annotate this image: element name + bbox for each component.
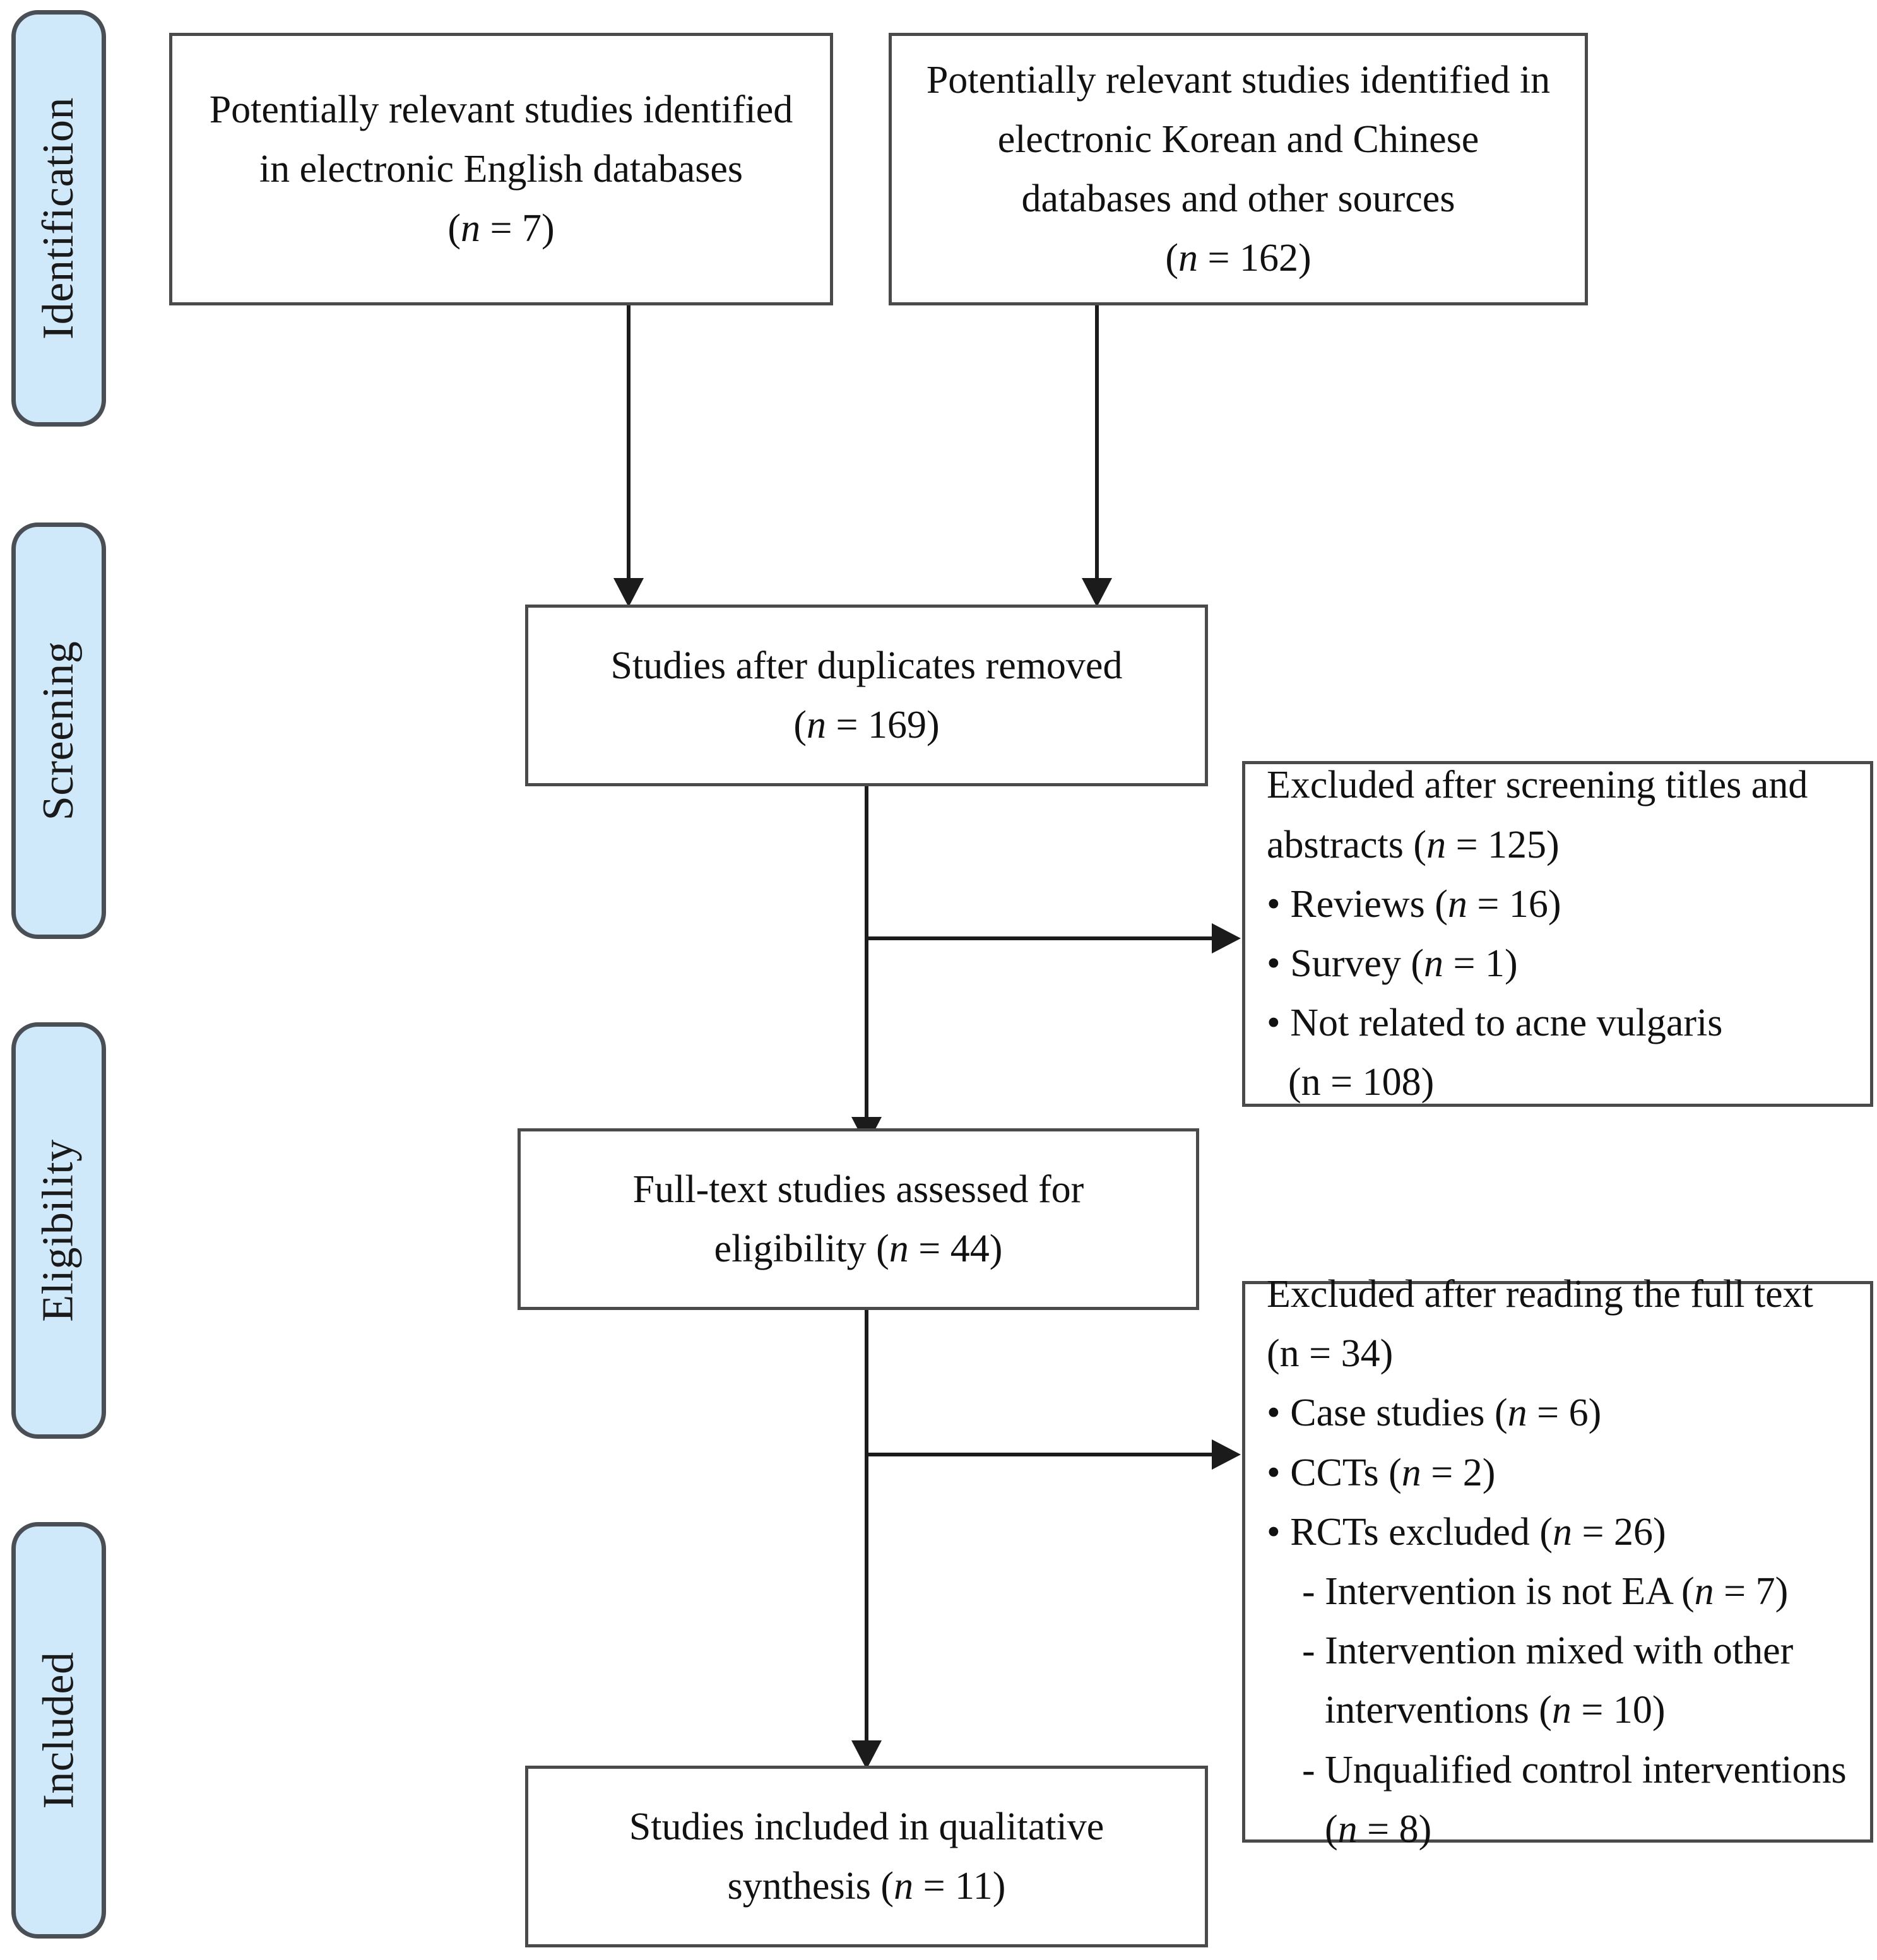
english-db-line1: Potentially relevant studies identified [209,88,793,131]
stage-pill-included: Included [11,1522,106,1939]
english-db-line2: in electronic English databases [259,147,743,191]
screening-excl-heading1: Excluded after screening titles and [1267,764,1808,807]
screening-excl-item-2-continuation: (n = 108) [1288,1061,1435,1104]
screening-excl-heading2: abstracts (n = 125) [1267,823,1560,866]
connector-duplicates-to-fulltext [865,786,868,1128]
arrow-korean-to-duplicates [1082,578,1112,607]
box-korean-chinese-databases: Potentially relevant studies identified … [889,33,1588,305]
box-full-text-assessed: Full-text studies assessed for eligibili… [518,1128,1199,1310]
connector-fulltext-to-included [865,1310,868,1752]
english-db-count: (n = 7) [447,207,555,251]
duplicates-count: (n = 169) [793,704,940,747]
kc-db-line2: electronic Korean and Chinese [997,117,1479,161]
fulltext-excl-subitem-2-continuation: (n = 8) [1325,1807,1432,1851]
connector-english-to-duplicates [627,305,631,589]
stage-pill-identification: Identification [11,10,106,427]
stage-label-eligibility: Eligibility [34,1139,83,1322]
kc-db-line3: databases and other sources [1021,177,1455,220]
box-fulltext-excluded: Excluded after reading the full text (n … [1242,1273,1873,1851]
stage-pill-screening: Screening [11,522,106,939]
screening-excl-item-0: • Reviews (n = 16) [1267,882,1561,926]
fulltext-excl-item-1: • CCTs (n = 2) [1267,1451,1496,1494]
box-screening-excluded: Excluded after screening titles and abst… [1242,761,1873,1107]
box-english-databases: Potentially relevant studies identified … [169,33,833,305]
fulltext-excl-subitem-0: - Intervention is not EA (n = 7) [1302,1570,1789,1613]
duplicates-line1: Studies after duplicates removed [610,644,1123,687]
connector-korean-to-duplicates [1095,305,1099,589]
synthesis-line2: synthesis (n = 11) [727,1865,1006,1908]
box-duplicates-removed: Studies after duplicates removed (n = 16… [525,605,1208,786]
box-screening-excluded-text: Excluded after screening titles and abst… [1245,755,1870,1112]
fulltext-excl-heading2: (n = 34) [1267,1332,1394,1376]
stage-label-screening: Screening [34,641,83,821]
stage-label-identification: Identification [34,97,83,340]
fulltext-excl-heading1: Excluded after reading the full text [1267,1272,1813,1316]
fulltext-excl-subitem-2: - Unqualified control interventions [1302,1748,1847,1792]
arrow-duplicates-to-screening-excluded [1212,923,1241,953]
box-full-text-assessed-text: Full-text studies assessed for eligibili… [617,1160,1101,1278]
box-qualitative-synthesis-text: Studies included in qualitative synthesi… [613,1797,1120,1916]
screening-excl-item-1: • Survey (n = 1) [1267,942,1518,985]
fulltext-line1: Full-text studies assessed for [632,1167,1084,1211]
fulltext-excl-item-2: • RCTs excluded (n = 26) [1267,1510,1666,1554]
connector-duplicates-to-screening-excluded [865,936,1216,940]
fulltext-line2: eligibility (n = 44) [714,1227,1003,1270]
screening-excl-item-2: • Not related to acne vulgaris [1267,1001,1723,1045]
arrow-english-to-duplicates [613,578,644,607]
stage-label-included: Included [34,1651,83,1809]
box-qualitative-synthesis: Studies included in qualitative synthesi… [525,1766,1208,1947]
box-duplicates-removed-text: Studies after duplicates removed (n = 16… [595,636,1139,755]
box-english-databases-text: Potentially relevant studies identified … [193,80,810,259]
kc-db-count: (n = 162) [1165,237,1312,280]
stage-pill-eligibility: Eligibility [11,1022,106,1439]
arrow-fulltext-to-fulltext-excluded [1212,1439,1241,1470]
kc-db-line1: Potentially relevant studies identified … [926,58,1551,102]
fulltext-excl-subitem-1-continuation: interventions (n = 10) [1325,1689,1666,1732]
box-korean-chinese-databases-text: Potentially relevant studies identified … [910,50,1566,288]
arrow-fulltext-to-included [851,1740,882,1769]
connector-fulltext-to-fulltext-excluded [865,1453,1216,1456]
synthesis-line1: Studies included in qualitative [629,1805,1104,1848]
fulltext-excl-subitem-1: - Intervention mixed with other [1302,1629,1794,1673]
fulltext-excl-item-0: • Case studies (n = 6) [1267,1391,1602,1435]
box-fulltext-excluded-text: Excluded after reading the full text (n … [1245,1265,1870,1859]
